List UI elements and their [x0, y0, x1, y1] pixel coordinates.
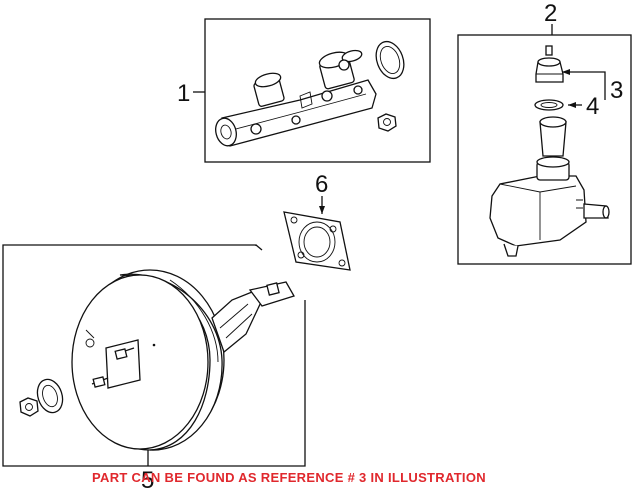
brake-booster-group: 5 [2, 244, 306, 490]
reservoir-group: 2 3 4 [457, 0, 632, 265]
reservoir-cap [535, 45, 564, 83]
reservoir-box [457, 34, 632, 265]
master-cylinder [215, 49, 377, 147]
booster-gasket-group: 6 [283, 171, 351, 271]
brake-booster [71, 269, 295, 451]
brake-booster-nut [19, 397, 39, 417]
booster-gasket [283, 211, 351, 271]
master-cylinder-group: 1 [177, 18, 431, 163]
callout-5: 5 [141, 467, 154, 490]
brake-booster-o-ring [36, 378, 64, 414]
reservoir-cap-seal [534, 99, 564, 111]
callout-1: 1 [177, 80, 190, 107]
master-cylinder-nut [377, 113, 397, 132]
reservoir-tank [489, 156, 610, 257]
callout-2: 2 [544, 0, 557, 27]
master-cylinder-o-ring [375, 40, 405, 80]
callout-6: 6 [315, 171, 328, 198]
reference-note: PART CAN BE FOUND AS REFERENCE # 3 IN IL… [92, 470, 486, 485]
callout-4: 4 [586, 93, 599, 120]
reservoir-strainer [539, 116, 567, 157]
callout-3: 3 [610, 77, 623, 104]
master-cylinder-box [204, 18, 431, 163]
